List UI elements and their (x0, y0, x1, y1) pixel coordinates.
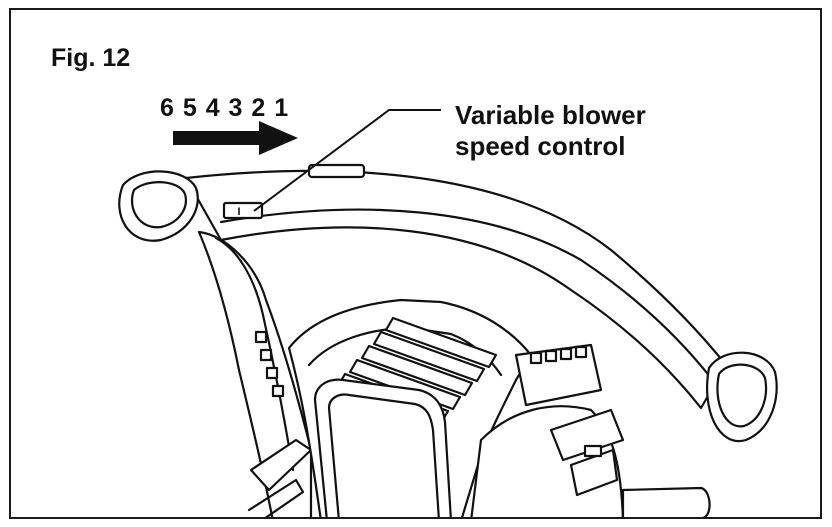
front-panel (313, 378, 452, 517)
blower-handle-drawing: I (118, 109, 778, 517)
speed-control-slot (222, 201, 264, 220)
outlet-tube (621, 486, 711, 517)
callout-line-2: speed control (455, 131, 626, 161)
switch-mark: I (237, 206, 240, 218)
connector-block (514, 343, 603, 407)
left-support-leg (197, 230, 313, 517)
callout-label: Variable blower speed control (455, 100, 646, 162)
figure-label: Fig. 12 (51, 44, 131, 72)
top-switch-housing (307, 163, 366, 179)
speed-scale: 6 5 4 3 2 1 (160, 94, 290, 122)
callout-leader-line (253, 109, 441, 212)
callout-line-1: Variable blower (455, 100, 646, 130)
handle-inner-edge (219, 208, 713, 380)
direction-arrow (173, 121, 298, 155)
figure-frame: I Fig. 12 6 5 4 3 2 1 Variable blower sp… (9, 8, 822, 519)
